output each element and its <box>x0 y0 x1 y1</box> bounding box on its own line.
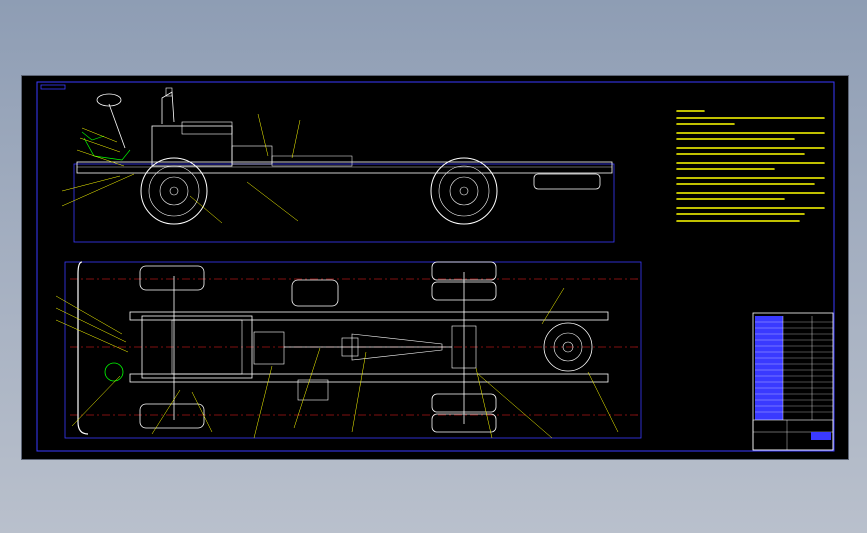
driveshaft <box>271 155 353 167</box>
gearbox <box>231 145 273 165</box>
title-block <box>752 312 834 451</box>
right-frame-rail <box>129 373 609 383</box>
notes-text-placeholder-lines <box>676 110 825 222</box>
side-view <box>61 87 615 243</box>
battery-box <box>297 379 329 401</box>
drawing-number-box <box>40 84 66 90</box>
front-left-wheel <box>139 265 205 291</box>
side-view-frame <box>73 163 615 243</box>
spare-tire-carrier <box>533 173 601 190</box>
rear-right-wheel-inner <box>431 393 497 413</box>
side-leaders <box>61 113 301 224</box>
rear-wheel-side <box>430 157 498 225</box>
drawing-border <box>36 81 835 452</box>
top-view-frame <box>64 261 642 439</box>
top-leaders <box>55 287 619 439</box>
front-wheel-side <box>140 157 208 225</box>
differential <box>451 325 477 369</box>
cad-viewport[interactable] <box>21 75 849 460</box>
engine-top <box>141 315 253 379</box>
rear-right-wheel-outer <box>431 413 497 433</box>
steering-gear <box>104 362 124 382</box>
fuel-tank <box>291 279 339 307</box>
rear-left-wheel-outer <box>431 261 497 281</box>
bom-rows <box>755 321 833 413</box>
wiring-harness <box>83 137 131 161</box>
seat <box>161 91 175 124</box>
rear-left-wheel-inner <box>431 281 497 301</box>
top-view <box>55 261 642 439</box>
side-frame-rail <box>76 161 613 174</box>
spare-wheel-top <box>543 322 593 372</box>
front-bumper <box>77 261 89 435</box>
bom-header-column <box>755 316 783 420</box>
steering-wheel <box>96 93 122 107</box>
title-cell <box>752 419 834 451</box>
front-right-wheel <box>139 403 205 429</box>
left-frame-rail <box>129 311 609 321</box>
chassis-drawing <box>36 81 835 452</box>
